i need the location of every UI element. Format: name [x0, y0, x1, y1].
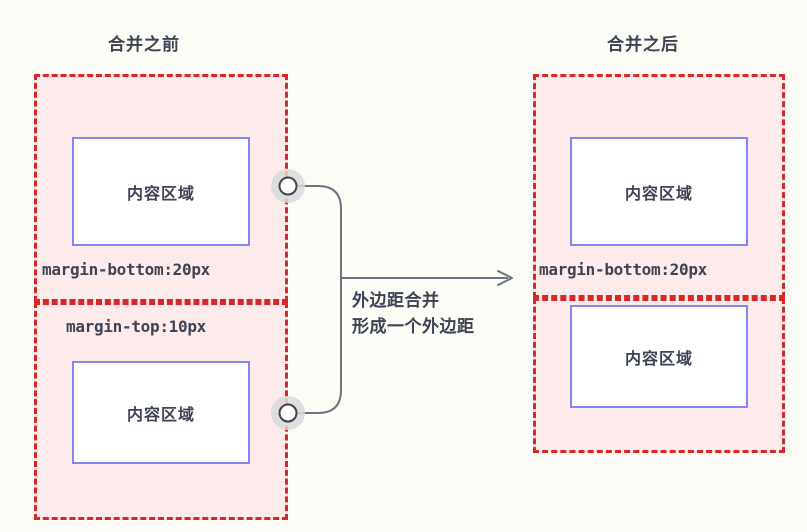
after-top-margin-label: margin-bottom:20px — [539, 260, 707, 279]
arrow-annotation: 外边距合并 形成一个外边距 — [352, 288, 475, 340]
before-top-margin-label: margin-bottom:20px — [42, 260, 210, 279]
after-bottom-content-label: 内容区域 — [624, 350, 693, 368]
connector-path-top — [288, 185, 342, 255]
arrow-right-icon-head — [497, 270, 513, 286]
after-top-content-label: 内容区域 — [624, 185, 693, 203]
before-top-content-label: 内容区域 — [126, 185, 195, 203]
before-heading: 合并之前 — [108, 35, 180, 54]
after-top-content-box: 内容区域 — [570, 137, 748, 246]
after-margin-group: 内容区域 margin-bottom:20px 内容区域 — [533, 74, 785, 453]
before-margin-group: 内容区域 margin-bottom:20px margin-top:10px … — [34, 74, 288, 520]
before-top-content-box: 内容区域 — [72, 137, 250, 246]
connector-path-bottom — [288, 302, 342, 414]
before-bottom-content-box: 内容区域 — [72, 361, 250, 464]
arrow-annotation-line2: 形成一个外边距 — [352, 317, 475, 336]
after-heading: 合并之后 — [607, 35, 679, 54]
arrow-annotation-line1: 外边距合并 — [352, 291, 440, 310]
before-bottom-margin-label: margin-top:10px — [66, 317, 206, 336]
after-bottom-content-box: 内容区域 — [570, 305, 748, 408]
before-bottom-content-label: 内容区域 — [126, 406, 195, 424]
